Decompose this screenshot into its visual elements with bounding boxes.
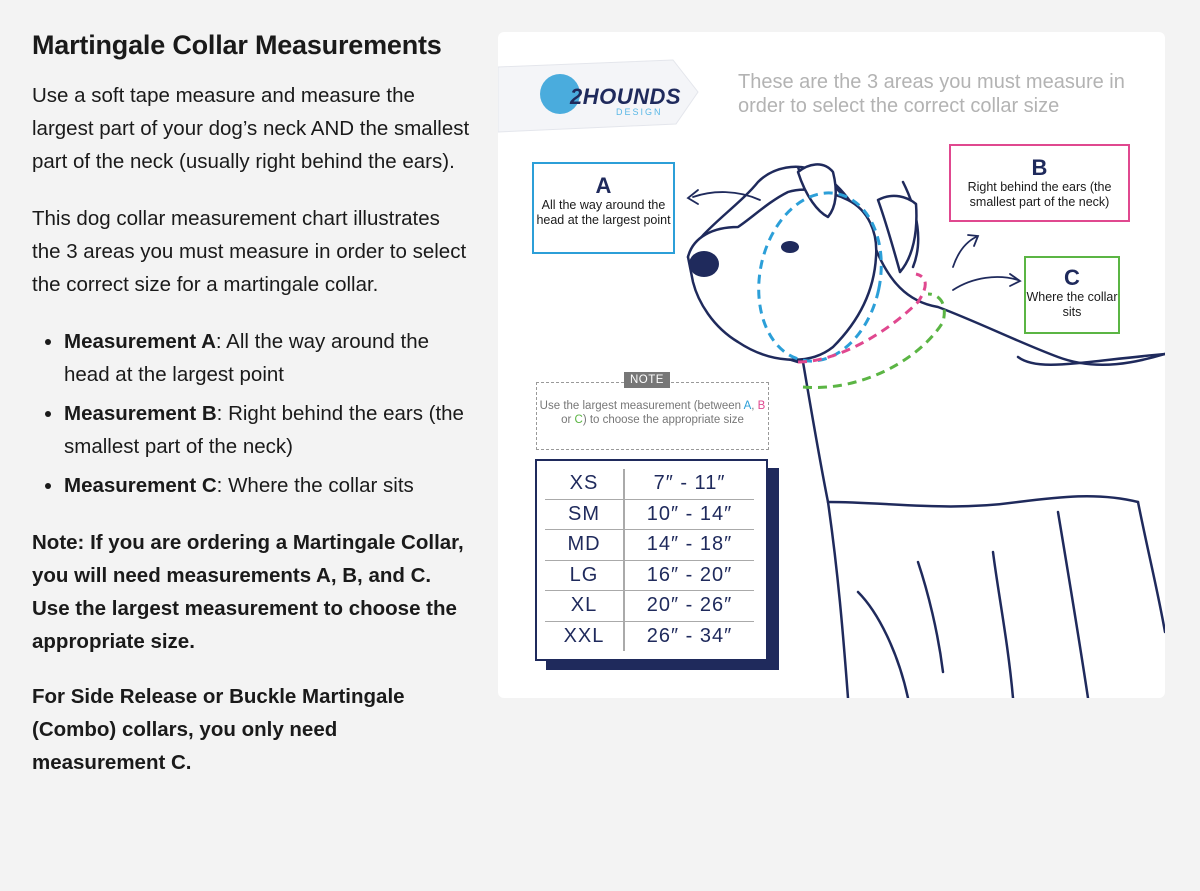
label-letter-a: A: [595, 173, 612, 198]
label-box-c: C Where the collar sits: [1024, 256, 1120, 334]
list-item: Measurement C: Where the collar sits: [64, 469, 472, 502]
note-box: Use the largest measurement (between A, …: [536, 382, 769, 450]
label-letter-c: C: [1064, 265, 1080, 290]
page-title: Martingale Collar Measurements: [32, 30, 442, 60]
list-item: Measurement B: Right behind the ears (th…: [64, 397, 472, 463]
intro-paragraph: Use a soft tape measure and measure the …: [32, 84, 470, 173]
chart-headline: These are the 3 areas you must measure i…: [738, 71, 1125, 117]
combo-note: For Side Release or Buckle Martingale (C…: [32, 685, 405, 774]
measurement-list: Measurement A: All the way around the he…: [32, 325, 472, 502]
dog-eye-icon: [781, 241, 799, 253]
dog-illustration: [498, 59, 1165, 698]
text-column: Martingale Collar Measurements Use a sof…: [32, 30, 472, 801]
chart-description: This dog collar measurement chart illust…: [32, 207, 467, 296]
label-letter-b: B: [1031, 155, 1048, 180]
label-box-a: A All the way around the head at the lar…: [532, 162, 675, 254]
list-item: Measurement A: All the way around the he…: [64, 325, 472, 391]
label-text-c: Where the collar sits: [1026, 290, 1118, 319]
logo-wordmark: 2HOUNDS: [570, 84, 682, 109]
logo-badge-icon: [540, 74, 580, 114]
dog-nose-icon: [689, 251, 719, 277]
logo-subtitle: DESIGN: [616, 107, 663, 117]
label-text-a: All the way around the head at the large…: [536, 198, 671, 227]
martingale-note: Note: If you are ordering a Martingale C…: [32, 531, 464, 653]
label-text-b: Right behind the ears (the smallest part…: [967, 180, 1112, 209]
measurement-chart-image: 2HOUNDS DESIGN These are the 3 areas you…: [498, 32, 1165, 698]
label-box-b: B Right behind the ears (the smallest pa…: [949, 144, 1130, 222]
note-tag: NOTE: [624, 372, 670, 388]
